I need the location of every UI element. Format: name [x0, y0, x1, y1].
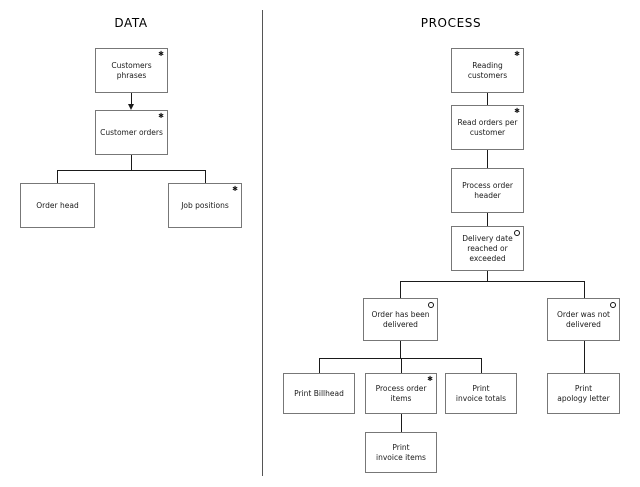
node-print-billhead[interactable]: Print Billhead — [283, 373, 355, 414]
connector-bar-to-ownd — [584, 281, 585, 298]
node-label: Print invoice items — [376, 442, 426, 462]
circle-marker-icon — [610, 300, 616, 308]
node-process-order-items[interactable]: Process order items — [365, 373, 437, 414]
node-label: Print Billhead — [294, 388, 344, 398]
node-job-positions[interactable]: Job positions — [168, 183, 242, 228]
connector-cp-to-co — [131, 93, 132, 104]
connector-poi-to-pii — [401, 414, 402, 432]
node-label: Read orders per customer — [457, 117, 518, 137]
node-label: Customers phrases — [111, 60, 152, 80]
star-marker-icon — [158, 112, 164, 120]
node-label: Customer orders — [100, 127, 163, 137]
star-marker-icon — [514, 50, 520, 58]
node-customer-orders[interactable]: Customer orders — [95, 110, 168, 155]
node-order-has-been-delivered[interactable]: Order has been delivered — [363, 298, 438, 341]
circle-marker-icon — [514, 228, 520, 236]
circle-marker-icon — [428, 300, 434, 308]
node-reading-customers[interactable]: Reading customers — [451, 48, 524, 93]
star-marker-icon — [427, 375, 433, 383]
node-order-was-not-delivered[interactable]: Order was not delivered — [547, 298, 620, 341]
node-read-orders-per-customer[interactable]: Read orders per customer — [451, 105, 524, 150]
node-label: Job positions — [181, 200, 229, 210]
connector-bar-to-jobpos — [205, 170, 206, 183]
node-order-head[interactable]: Order head — [20, 183, 95, 228]
connector-bar-to-pit — [481, 358, 482, 373]
node-customers-phrases[interactable]: Customers phrases — [95, 48, 168, 93]
connector-bar-to-orderhead — [57, 170, 58, 183]
node-label: Order has been delivered — [371, 309, 430, 329]
node-process-order-header[interactable]: Process order header — [451, 168, 524, 213]
connector-bar-to-ohbd — [400, 281, 401, 298]
node-label: Order was not delivered — [556, 309, 610, 329]
connector-poh-to-ddr — [487, 213, 488, 226]
node-label: Process order items — [375, 383, 427, 403]
connector-co-down — [131, 155, 132, 170]
section-title-process: PROCESS — [420, 16, 482, 30]
node-delivery-date-reached[interactable]: Delivery date reached or exceeded — [451, 226, 524, 271]
connector-ddr-down — [487, 271, 488, 281]
node-label: Print invoice totals — [455, 383, 507, 403]
node-print-apology-letter[interactable]: Print apology letter — [547, 373, 620, 414]
node-print-invoice-totals[interactable]: Print invoice totals — [445, 373, 517, 414]
connector-bar-to-poi — [401, 358, 402, 373]
node-print-invoice-items[interactable]: Print invoice items — [365, 432, 437, 473]
connector-ohbd-bar — [319, 358, 481, 359]
connector-ddr-bar — [400, 281, 584, 282]
connector-bar-to-billhead — [319, 358, 320, 373]
node-label: Reading customers — [467, 60, 508, 80]
section-title-data: DATA — [114, 16, 148, 30]
connector-rc-to-ropc — [487, 93, 488, 105]
node-label: Process order header — [462, 180, 513, 200]
node-label: Order head — [36, 200, 79, 210]
connector-ropc-to-poh — [487, 150, 488, 168]
section-divider — [262, 10, 263, 476]
star-marker-icon — [514, 107, 520, 115]
node-label: Delivery date reached or exceeded — [462, 233, 513, 263]
connector-ownd-to-pal — [584, 341, 585, 373]
connector-ohbd-down — [400, 341, 401, 358]
star-marker-icon — [158, 50, 164, 58]
connector-co-bar — [57, 170, 205, 171]
star-marker-icon — [232, 185, 238, 193]
node-label: Print apology letter — [557, 383, 610, 403]
arrowhead-icon — [128, 104, 134, 110]
